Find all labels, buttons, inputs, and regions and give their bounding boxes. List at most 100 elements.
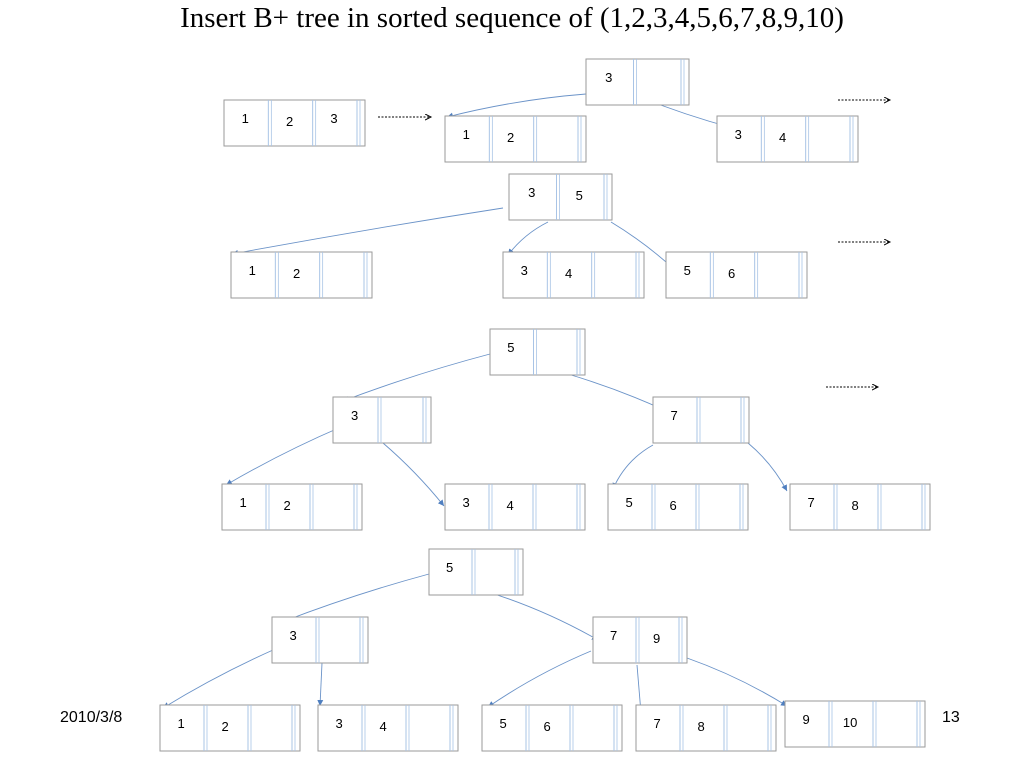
edges-layer [162,93,788,714]
node-key: 7 [808,495,815,510]
step-arrows-layer [378,100,890,387]
node-key: 6 [728,266,735,281]
node-box [789,483,931,531]
node-key: 8 [852,498,859,513]
node-box [502,251,645,299]
node-box [428,548,524,596]
node-key: 3 [463,495,470,510]
node-key: 7 [610,628,617,643]
footer-date: 2010/3/8 [60,709,123,726]
node-key: 8 [698,719,705,734]
node-key: 7 [671,408,678,423]
tree-edge-s3-int-r-to-s3-leaf-c [612,444,654,490]
node-key: 4 [380,719,387,734]
node-key: 3 [605,70,612,85]
tree-edge-s4-root-to-s4-int-l [281,573,430,623]
node-box [665,251,808,299]
tree-edge-s4-int-r-to-s4-leaf-e [686,657,788,707]
node-key: 5 [576,188,583,203]
node-key: 3 [336,716,343,731]
node-key: 3 [330,111,337,126]
node-key: 3 [735,127,742,142]
tree-node-s3-int-l: 3 [332,396,432,444]
node-key: 5 [684,263,691,278]
node-box [592,616,688,664]
node-key: 1 [242,111,249,126]
node-key: 5 [500,716,507,731]
node-key: 2 [284,498,291,513]
tree-node-s1-leaf-123: 1 2 3 [223,99,366,147]
node-key: 2 [507,130,514,145]
node-box [223,99,366,147]
tree-node-s1-root: 3 [585,58,690,106]
node-key: 3 [528,185,535,200]
tree-node-s4-int-l: 3 [271,616,369,664]
node-box [332,396,432,444]
tree-edge-s4-int-l-to-s4-leaf-a [162,649,274,709]
node-key: 6 [544,719,551,734]
node-box [489,328,586,376]
node-box [230,251,373,299]
tree-edge-s3-int-r-to-s3-leaf-d [747,442,788,492]
node-key: 6 [670,498,677,513]
tree-edge-s1-root-to-s1-left [446,93,587,119]
node-box [784,700,926,748]
node-key: 2 [286,114,293,129]
tree-node-s4-root: 5 [428,548,524,596]
node-key: 5 [446,560,453,575]
node-box [444,483,586,531]
node-key: 3 [351,408,358,423]
node-key: 9 [653,631,660,646]
node-key: 10 [843,715,857,730]
tree-node-s3-int-r: 7 [652,396,750,444]
node-key: 2 [222,719,229,734]
node-key: 5 [507,340,514,355]
node-key: 1 [240,495,247,510]
node-key: 4 [507,498,514,513]
node-box [481,704,623,752]
tree-edge-s3-root-to-s3-int-l [342,353,491,402]
node-key: 3 [290,628,297,643]
node-box [607,483,749,531]
node-key: 4 [779,130,786,145]
tree-edge-s3-int-l-to-s3-leaf-a [225,426,342,486]
node-key: 1 [463,127,470,142]
node-box [508,173,613,221]
node-key: 1 [249,263,256,278]
tree-edge-s4-root-to-s4-int-r [474,587,599,641]
tree-edge-s2-root-to-s2-leaf-b [507,221,549,256]
tree-edge-s2-root-to-s2-leaf-a [231,207,504,256]
tree-node-s3-root: 5 [489,328,586,376]
node-key: 9 [803,712,810,727]
node-key: 4 [565,266,572,281]
node-key: 2 [293,266,300,281]
tree-edge-s3-int-l-to-s3-leaf-b [382,442,445,507]
footer-page-number: 13 [942,709,960,726]
node-box [271,616,369,664]
node-box [635,704,777,752]
node-box [444,115,587,163]
tree-edge-s4-int-l-to-s4-leaf-b [317,662,324,707]
node-key: 5 [626,495,633,510]
node-key: 3 [521,263,528,278]
node-box [585,58,690,106]
node-box [317,704,459,752]
node-box [221,483,363,531]
node-box [652,396,750,444]
